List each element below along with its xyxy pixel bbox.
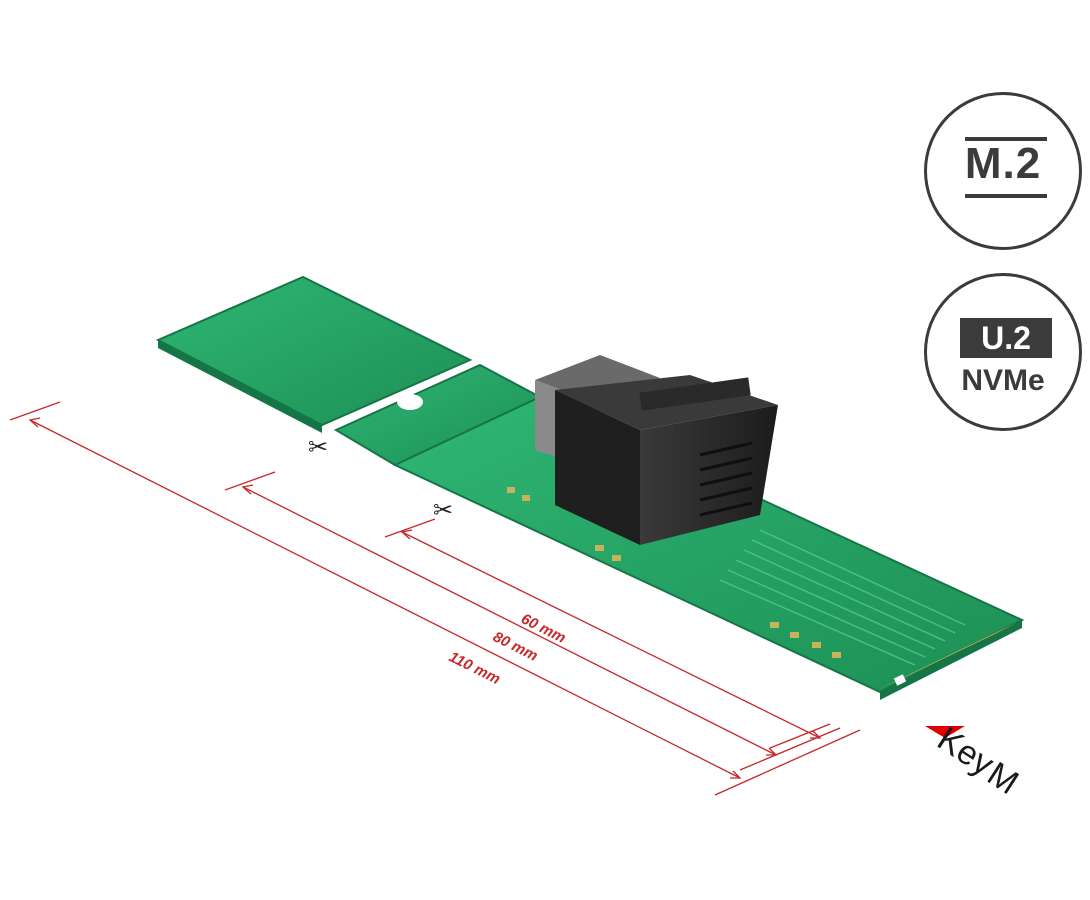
- scissors-icon: ✂: [433, 496, 453, 524]
- dimension-label-80: 80 mm: [490, 628, 540, 664]
- scissors-icon: ✂: [308, 433, 328, 461]
- m2-bar-top: [965, 137, 1047, 141]
- m2-bar-bottom: [965, 194, 1047, 198]
- u2-nvme-badge: U.2 NVMe: [924, 273, 1082, 431]
- u2-badge-label: U.2: [960, 318, 1052, 358]
- pcb-main: [392, 395, 1025, 700]
- dimension-lines: [9, 401, 861, 796]
- m2-badge-label: M.2: [964, 139, 1042, 188]
- key-arrow-icon: [925, 726, 965, 738]
- slimsas-connector: [535, 355, 778, 545]
- nvme-badge-label: NVMe: [961, 364, 1045, 397]
- m2-badge: M.2: [924, 92, 1082, 250]
- gold-contacts: [882, 622, 1018, 688]
- pcb-extension: [155, 275, 543, 467]
